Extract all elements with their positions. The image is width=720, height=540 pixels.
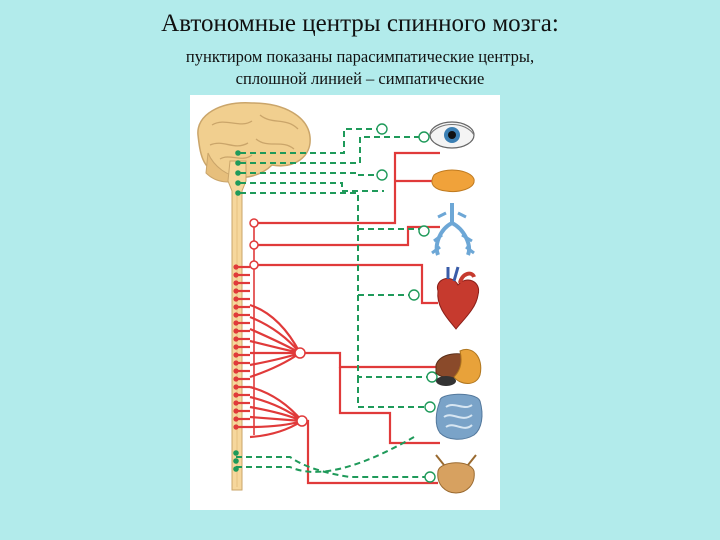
eye-icon (430, 122, 474, 148)
intestine-icon (436, 394, 482, 439)
autonomic-diagram-svg (190, 95, 500, 510)
sympathetic-pathways (237, 153, 440, 483)
stomach-liver-icon (436, 349, 481, 386)
slide-title: Автономные центры спинного мозга: (0, 10, 720, 38)
subtitle-line-2: сплошной линией – симпатические (0, 68, 720, 90)
sympathetic-nuclei (233, 264, 238, 429)
slide-subtitle: пунктиром показаны парасимпатические цен… (0, 46, 720, 90)
autonomic-diagram (190, 95, 500, 510)
bladder-icon (436, 455, 476, 493)
spinal-cord (228, 161, 246, 490)
heart-icon (437, 267, 478, 329)
brain-icon (198, 103, 310, 182)
lungs-icon (432, 203, 474, 255)
salivary-gland-icon (432, 170, 474, 191)
subtitle-line-1: пунктиром показаны парасимпатические цен… (0, 46, 720, 68)
